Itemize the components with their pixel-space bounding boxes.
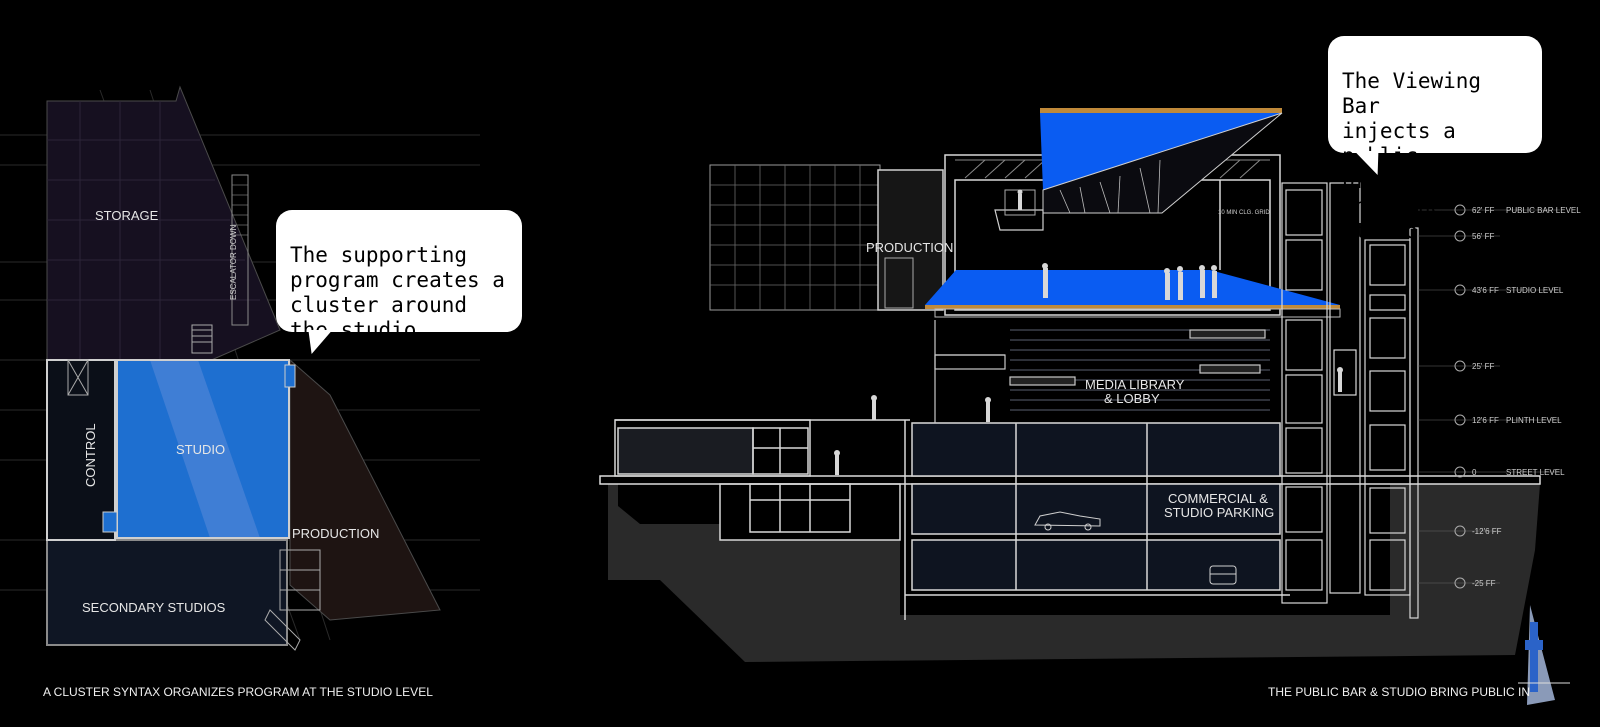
media-library [912,320,1280,424]
media-library-label: MEDIA LIBRARY [1085,377,1185,392]
storage-label: STORAGE [95,208,159,223]
level-marker: 43'6 FF STUDIO LEVEL [1418,284,1564,296]
street-slab [599,475,1541,485]
plan-bubble-text: The supporting program creates a cluster… [290,243,505,342]
section-caption: THE PUBLIC BAR & STUDIO BRING PUBLIC IN [1268,685,1530,699]
level-name: PUBLIC BAR LEVEL [1506,206,1581,215]
level-marker: 56' FF [1418,230,1500,242]
grid-note: 10 MIN CLG. GRID [1218,210,1270,216]
level-markers: 62' FF PUBLIC BAR LEVEL 56' FF 43'6 FF S… [1418,204,1581,589]
people-figures [834,189,1343,475]
level-marker: -25 FF [1418,577,1500,589]
level-elevation: 62' FF [1472,206,1495,215]
escalator: ESCALATOR DOWN [229,174,249,326]
ground-mass [608,484,1540,662]
level-elevation: -12'6 FF [1472,527,1502,536]
production-label: PRODUCTION [292,526,379,541]
car-front-icon [1209,565,1237,585]
production-zone [289,358,441,621]
studio-floor [925,270,1341,318]
building-section: PRODUCTION [599,108,1581,705]
car-icon [1034,511,1101,531]
key-thumbnail-icon [1518,605,1570,705]
parking-levels [904,420,1290,620]
level-elevation: 12'6 FF [1472,416,1499,425]
level-name: PLINTH LEVEL [1506,416,1562,425]
parking-label-2: STUDIO PARKING [1164,505,1274,520]
floor-plan: ESCALATOR DOWN STORAGE CONTROL STUDIO [0,85,480,699]
studio-label: STUDIO [176,442,225,457]
level-marker: -12'6 FF [1418,525,1502,537]
section-bubble-text: The Viewing Bar injects a public presenc… [1342,69,1482,243]
level-elevation: 25' FF [1472,362,1495,371]
escalator-label: ESCALATOR DOWN [229,225,238,300]
level-name: STREET LEVEL [1506,468,1565,477]
plan-caption: A CLUSTER SYNTAX ORGANIZES PROGRAM AT TH… [43,685,433,699]
low-wing [614,419,910,541]
level-elevation: 56' FF [1472,232,1495,241]
level-elevation: -25 FF [1472,579,1496,588]
plan-speech-bubble: The supporting program creates a cluster… [276,210,522,354]
secondary-studios-label: SECONDARY STUDIOS [82,600,226,615]
level-elevation: 43'6 FF [1472,286,1499,295]
secondary-studios-zone [46,539,288,646]
level-marker: 12'6 FF PLINTH LEVEL [1418,414,1562,426]
control-room [46,359,116,541]
production-block: PRODUCTION [709,164,953,311]
production-section-label: PRODUCTION [866,240,953,255]
level-marker: 0 STREET LEVEL [1418,466,1565,478]
section-speech-bubble: The Viewing Bar injects a public presenc… [1328,36,1542,243]
parking-label: COMMERCIAL & [1168,491,1268,506]
viewing-bar: 10 MIN CLG. GRID [994,108,1283,231]
level-marker: 62' FF PUBLIC BAR LEVEL [1418,204,1581,216]
level-name: STUDIO LEVEL [1506,286,1564,295]
level-elevation: 0 [1472,468,1477,477]
circulation-core [1281,182,1419,619]
level-marker: 25' FF [1418,360,1500,372]
storage-zone [46,85,281,366]
media-library-label-2: & LOBBY [1104,391,1160,406]
control-label: CONTROL [83,423,98,487]
